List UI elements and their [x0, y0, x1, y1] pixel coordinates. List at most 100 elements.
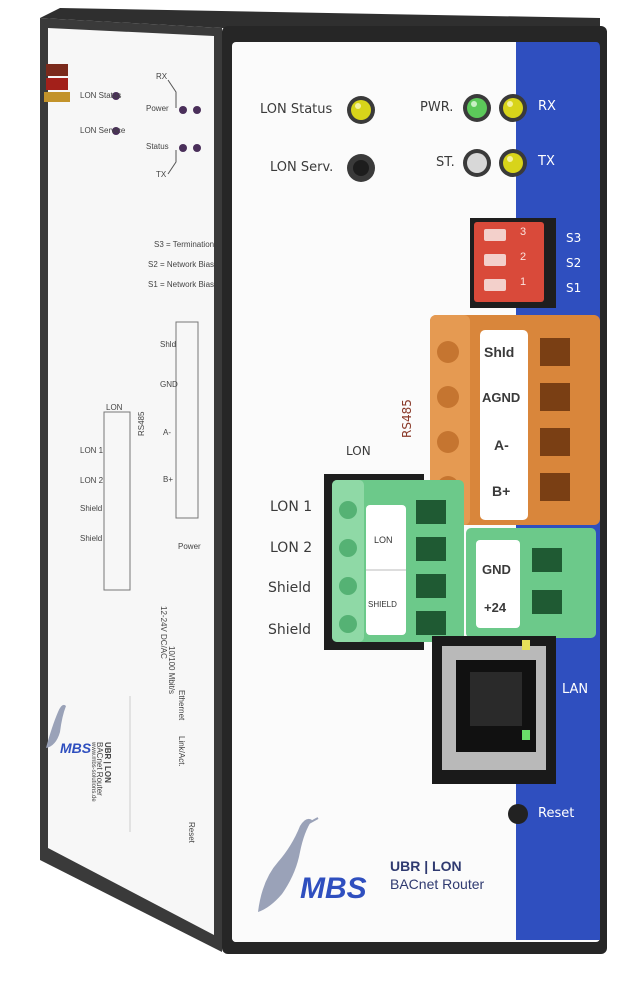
screw-hole[interactable]: [339, 615, 357, 633]
lan-label: LAN: [562, 682, 589, 697]
power-label-card: [476, 540, 520, 628]
rs485-label: RS485: [400, 399, 414, 438]
dip-number-3: 3: [520, 226, 527, 238]
screw-hole[interactable]: [339, 539, 357, 557]
reset-button[interactable]: [508, 804, 528, 824]
side-brand-logo: MBS: [60, 740, 92, 756]
screw-hole[interactable]: [339, 501, 357, 519]
front-model-line1: UBR | LON: [390, 858, 462, 874]
rs485-terminal-b-plus: B+: [492, 483, 511, 499]
s3-label: S3: [566, 231, 582, 245]
side-rs485-pin-a: A-: [163, 428, 171, 437]
side-tag-red-2: [46, 78, 68, 90]
wire-slot: [416, 537, 446, 561]
side-lon-pin-shield-1: Shield: [80, 504, 103, 513]
side-lon-status: LON Status: [80, 91, 122, 100]
side-model-line1: UBR | LON: [103, 742, 112, 783]
led-highlight: [471, 101, 477, 107]
side-rs485-outline: [175, 321, 199, 519]
wire-slot: [540, 428, 570, 456]
side-s1: S1 = Network Bias: [148, 280, 215, 289]
power-terminal-24: +24: [484, 600, 507, 615]
front-brand-logo: MBS: [300, 872, 367, 905]
rs485-terminal-agnd: AGND: [482, 390, 521, 405]
wire-slot: [532, 548, 562, 572]
lon-card-label-shield: SHIELD: [368, 600, 397, 609]
wire-slot: [416, 611, 446, 635]
lon-pin-2: LON 2: [270, 540, 313, 556]
led-highlight: [507, 101, 513, 107]
side-ethernet-label: Ethernet: [177, 690, 186, 721]
lan-port-pins: [470, 672, 522, 726]
lon-serv-button[interactable]: [353, 160, 369, 176]
wire-slot: [532, 590, 562, 614]
dip-number-1: 1: [520, 276, 527, 288]
wire-slot: [416, 500, 446, 524]
wire-slot: [416, 574, 446, 598]
lon-pin-shield-1: Shield: [268, 580, 312, 596]
side-status: Status: [146, 142, 169, 151]
led-highlight: [507, 156, 513, 162]
led-highlight: [355, 103, 361, 109]
pwr-label: PWR.: [420, 100, 454, 115]
rs485-terminal-shld: Shld: [484, 344, 515, 360]
side-lon-pin-1: LON 1: [80, 446, 104, 455]
screw-hole[interactable]: [437, 386, 459, 408]
side-lon-label: LON: [106, 403, 123, 412]
screw-hole[interactable]: [339, 577, 357, 595]
side-rs485-pin-gnd: GND: [160, 380, 178, 389]
rx-led: [503, 98, 523, 118]
side-reset-label: Reset: [187, 822, 196, 843]
rs485-terminal-screws: [430, 315, 470, 525]
wire-slot: [540, 473, 570, 501]
s1-label: S1: [566, 281, 582, 295]
pwr-led: [467, 98, 487, 118]
lon-terminal-screws: [332, 480, 364, 642]
side-lon-pin-2: LON 2: [80, 476, 104, 485]
side-power-label: Power: [178, 542, 201, 551]
side-led-dot: [179, 144, 187, 152]
mbs-bird-logo-icon: [258, 818, 312, 912]
screw-hole[interactable]: [437, 431, 459, 453]
lan-led-link: [522, 730, 530, 740]
lon-header-label: LON: [346, 444, 371, 458]
side-link-label: Link/Act.: [177, 736, 186, 767]
side-lon-service: LON Service: [80, 126, 126, 135]
side-led-dot: [112, 127, 120, 135]
dip-switch-2[interactable]: [484, 254, 506, 266]
side-model-line2: BACnet Router: [95, 742, 104, 796]
st-led: [467, 153, 487, 173]
s2-label: S2: [566, 256, 582, 270]
side-url: www.mbs-solutions.de: [90, 742, 96, 802]
rx-label: RX: [538, 99, 556, 114]
dip-switch-3[interactable]: [484, 229, 506, 241]
dip-switch-1[interactable]: [484, 279, 506, 291]
tx-label: TX: [538, 154, 555, 169]
lon-pin-shield-2: Shield: [268, 622, 312, 638]
side-tag-red: [46, 64, 68, 76]
front-model-line2: BACnet Router: [390, 876, 485, 892]
side-s3: S3 = Termination: [154, 240, 215, 249]
side-bird-logo-icon: [46, 704, 66, 748]
wire-slot: [540, 338, 570, 366]
screw-hole[interactable]: [437, 341, 459, 363]
tx-led: [503, 153, 523, 173]
side-led-dot: [179, 106, 187, 114]
st-label: ST.: [436, 155, 455, 170]
side-rs485-pin-b: B+: [163, 475, 174, 484]
reset-label: Reset: [538, 806, 575, 821]
side-label-panel: [48, 28, 214, 935]
dip-number-2: 2: [520, 251, 527, 263]
housing-top: [40, 8, 600, 30]
side-led-dot: [112, 92, 120, 100]
rs485-terminal-a-minus: A-: [494, 437, 509, 453]
bird-beak: [299, 817, 319, 829]
power-terminal-gnd: GND: [482, 562, 511, 577]
lon-status-label: LON Status: [260, 102, 333, 117]
lon-card-label-lon: LON: [374, 535, 393, 545]
side-rx: RX: [156, 72, 168, 81]
lon-serv-label: LON Serv.: [270, 160, 334, 175]
side-led-bracket: [167, 79, 177, 175]
side-power: Power: [146, 104, 169, 113]
side-rs485-pin-shld: Shld: [160, 340, 177, 349]
